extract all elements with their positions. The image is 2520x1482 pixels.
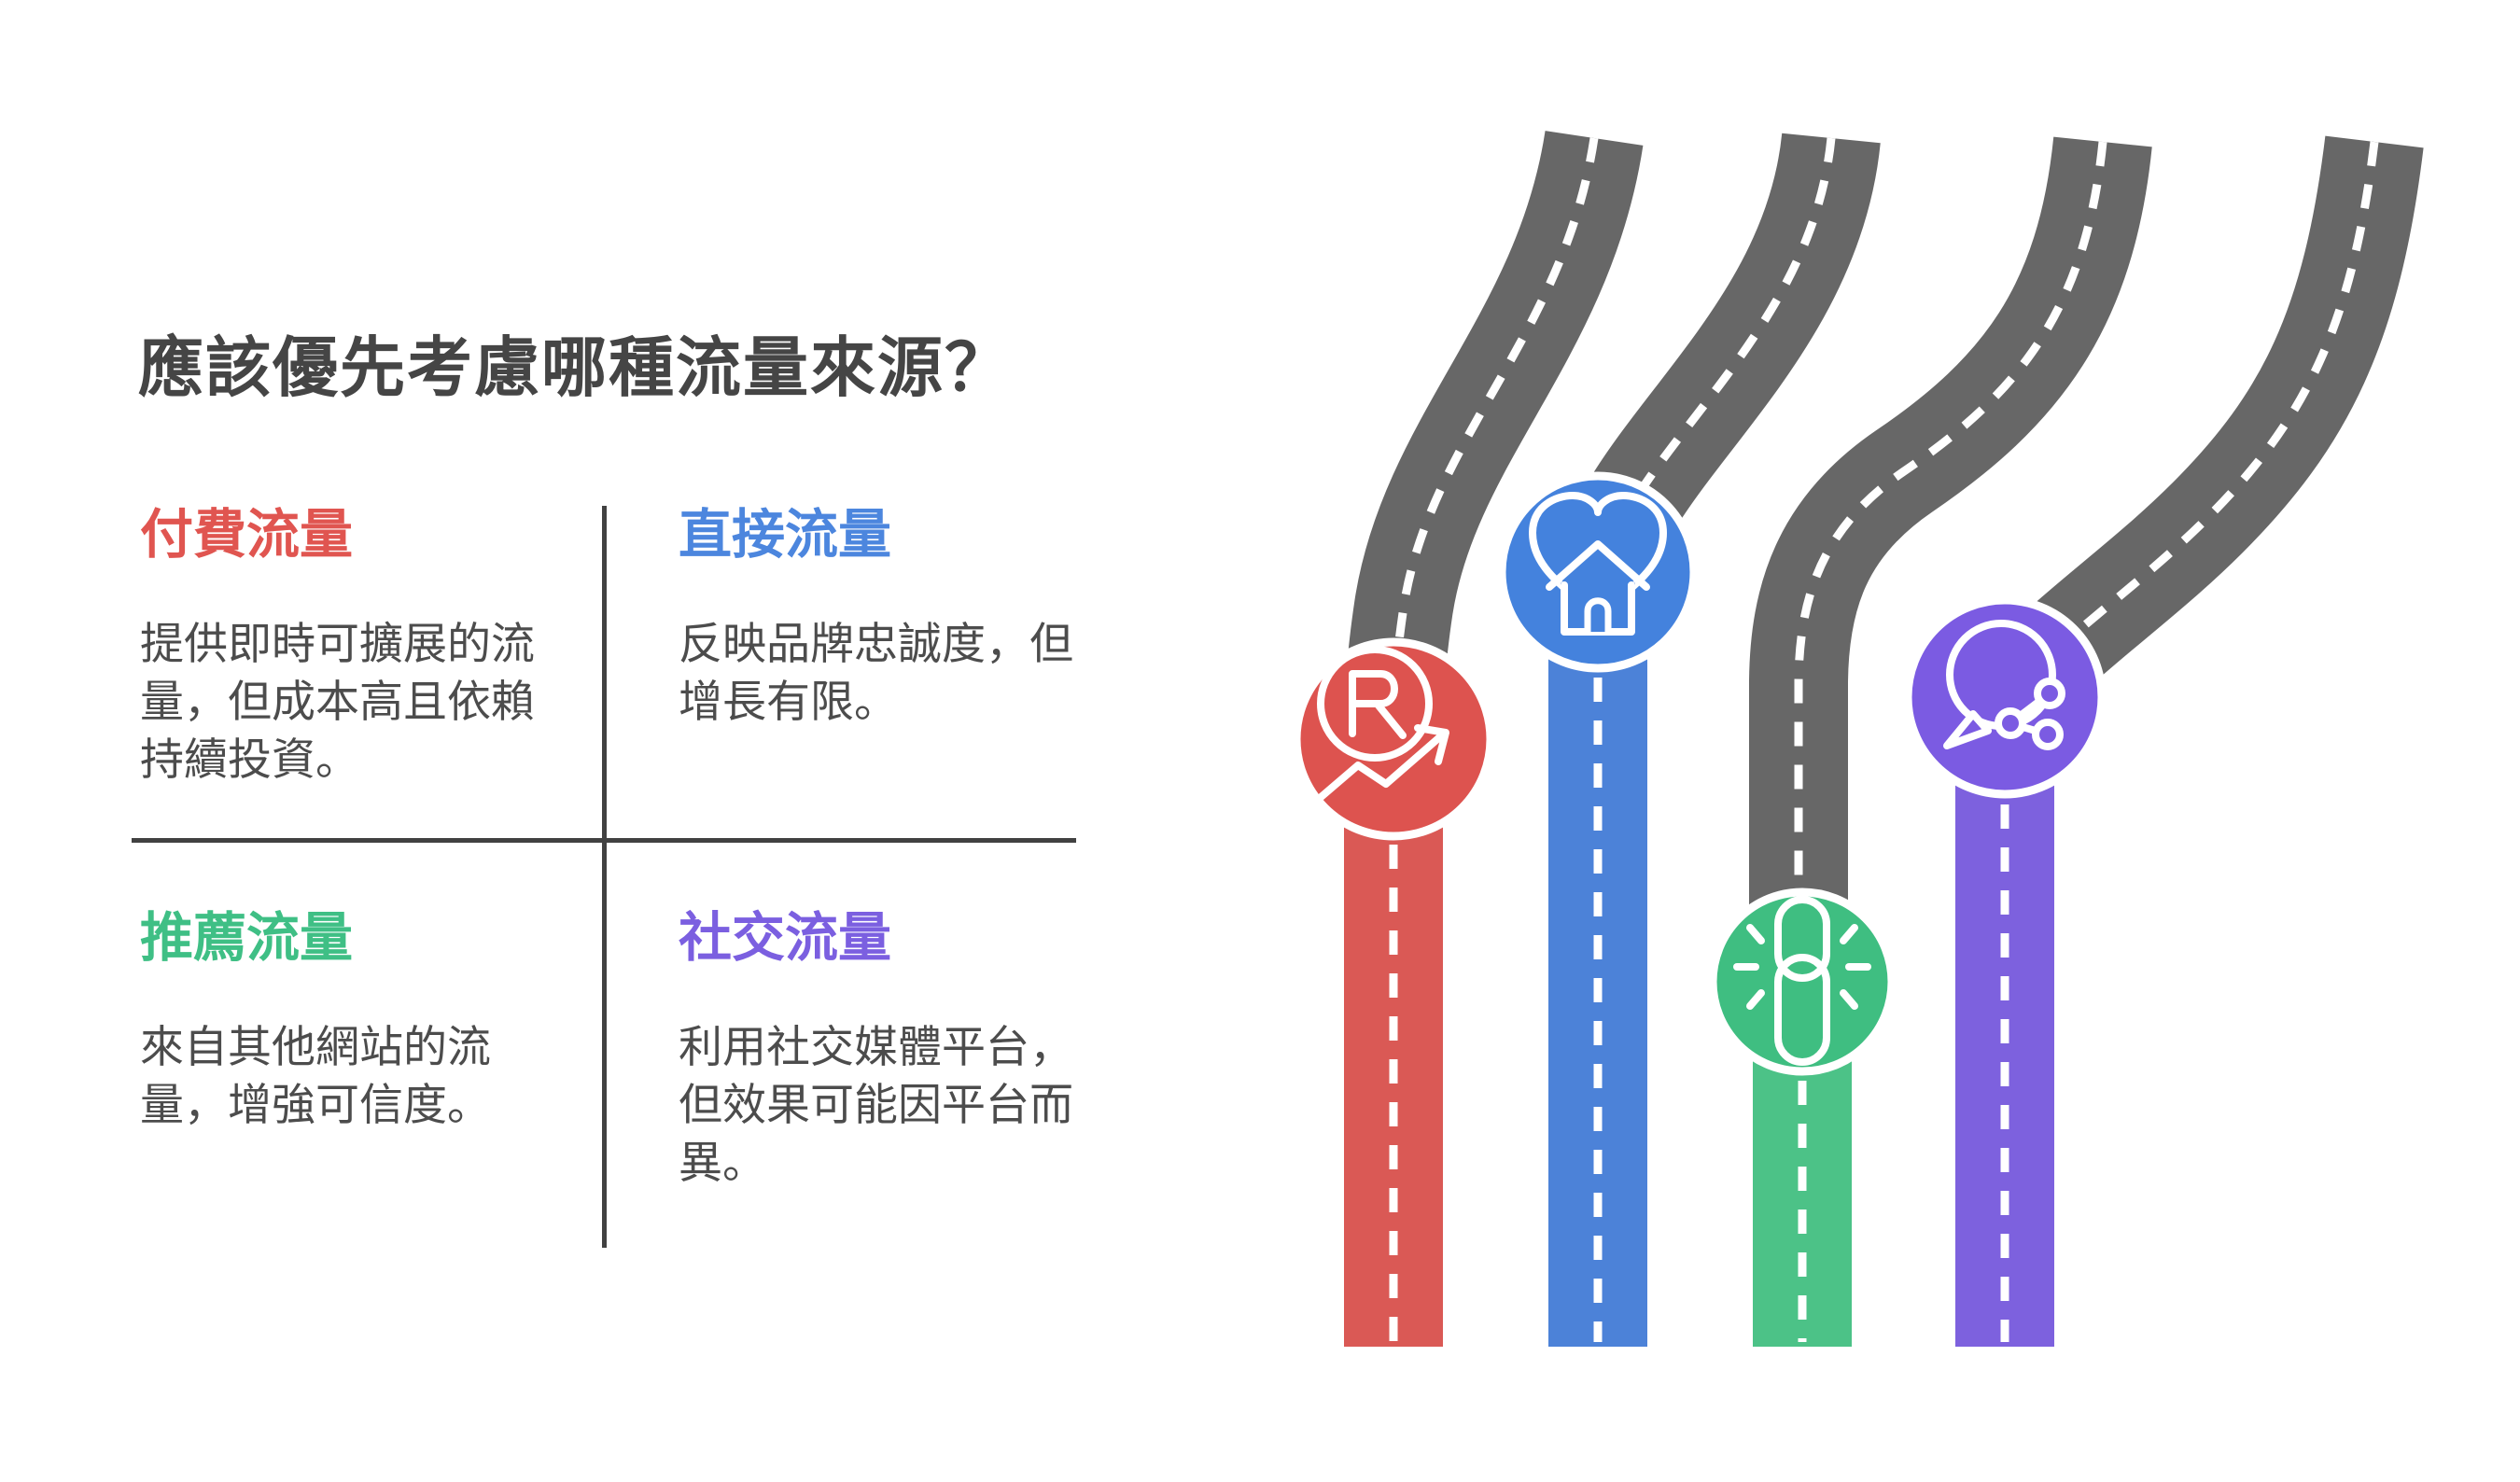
- home-heart-icon: [1529, 492, 1667, 636]
- referral-road-gray-dash: [1794, 141, 2107, 986]
- horizontal-divider: [132, 838, 1076, 843]
- referral-traffic-heading: 推薦流量: [140, 908, 353, 968]
- page-title: 應該優先考慮哪種流量來源？: [138, 331, 1012, 404]
- quadrant-referral-traffic: 推薦流量 來自其他網站的流 量，增強可信度。: [140, 908, 569, 1134]
- social-circle-badge: [1903, 595, 2107, 799]
- social-traffic-heading: 社交流量: [679, 908, 891, 968]
- direct-traffic-heading: 直接流量: [679, 505, 891, 565]
- paid-traffic-heading: 付費流量: [140, 505, 353, 565]
- quadrant-paid-traffic: 付費流量 提供即時可擴展的流 量，但成本高且依賴 持續投資。: [140, 505, 569, 789]
- quadrant-social-traffic: 社交流量 利用社交媒體平台， 但效果可能因平台而 異。: [679, 908, 1164, 1192]
- referral-traffic-description: 來自其他網站的流 量，增強可信度。: [140, 1021, 491, 1129]
- broken-link-icon: [1733, 896, 1871, 1066]
- paid-circle-badge: [1292, 637, 1495, 841]
- social-traffic-description: 利用社交媒體平台， 但效果可能因平台而 異。: [679, 1021, 1073, 1187]
- chat-share-icon: [1943, 620, 2065, 750]
- direct-traffic-description: 反映品牌忠誠度，但 增長有限。: [679, 618, 1073, 726]
- registered-trademark-trend-icon: [1315, 646, 1449, 803]
- paid-traffic-description: 提供即時可擴展的流 量，但成本高且依賴 持續投資。: [140, 618, 535, 784]
- vertical-divider: [602, 506, 607, 1248]
- paid-road-gray-dash: [1389, 137, 1599, 748]
- quadrant-direct-traffic: 直接流量 反映品牌忠誠度，但 增長有限。: [679, 505, 1164, 731]
